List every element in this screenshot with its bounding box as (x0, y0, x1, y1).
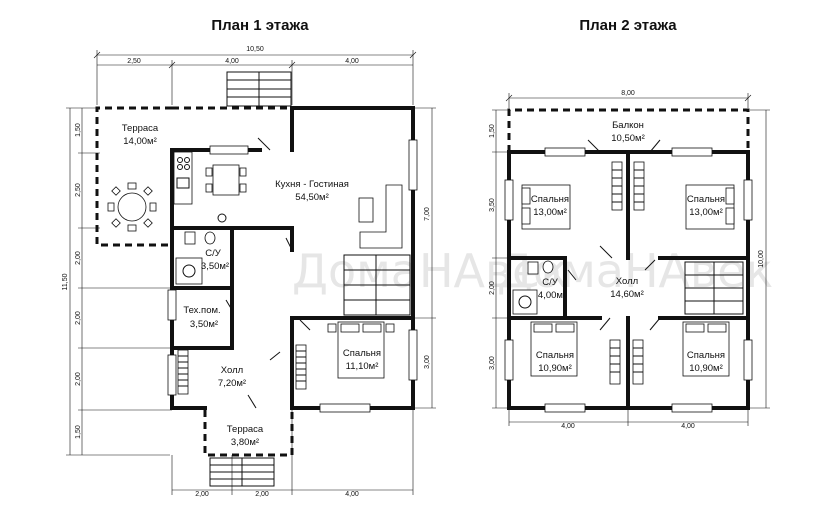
floor1-room-name: С/У (205, 248, 222, 259)
floor1-dim-left-1: 1,50 (75, 123, 82, 137)
floor1-dim-bottom-2: 2,00 (255, 491, 269, 498)
floor1-dim-left-5: 2,00 (75, 372, 82, 386)
floor1-room-area: 3,80м² (231, 437, 259, 448)
floor2-walls (507, 150, 750, 410)
floor1-room-area: 3,50м² (201, 261, 229, 272)
floor2-dims-right: 10,00 (750, 109, 770, 409)
floor1-front-terrace-outline (203, 410, 294, 457)
floor1-room-area: 11,10м² (346, 361, 379, 372)
floor2-room-area: 13,00м² (689, 207, 722, 218)
floor1-dim-bottom-1: 2,00 (195, 491, 209, 498)
floor1-dim-left-2: 2,50 (75, 183, 82, 197)
floor1-stairs (343, 254, 411, 316)
floor1-room-name: Терраса (227, 424, 264, 435)
floor1-dim-top-3: 4,00 (345, 58, 359, 65)
floor1-windows (167, 139, 418, 413)
floor2-windows (504, 147, 753, 413)
floor1-room-area: 14,00м² (123, 136, 156, 147)
floor1-kitchen (173, 151, 227, 223)
floor2-dims-bottom: 4,00 4,00 (508, 410, 749, 430)
floor2-room-area: 14,60м² (610, 289, 643, 300)
floor1-plan: План 1 этажа 10,50 2,50 4,00 4,00 (62, 17, 436, 498)
floor1-room-name: Кухня - Гостиная (275, 179, 349, 190)
floor1-dim-left-4: 2,00 (75, 311, 82, 325)
floor2-room-area: 10,50м² (611, 133, 644, 144)
floor1-room-labels: Терраса 14,00м² Кухня - Гостиная 54,50м²… (122, 123, 381, 448)
floor2-wardrobes (609, 161, 645, 385)
floor1-room-name: Холл (221, 365, 243, 376)
floor1-bathroom (175, 231, 216, 285)
floor1-sofa (358, 184, 403, 249)
floor1-dim-top-total: 10,50 (246, 46, 264, 53)
floor2-doors (567, 139, 661, 331)
floor2-room-labels: Балкон 10,50м² Спальня 13,00м² Спальня 1… (531, 120, 725, 374)
watermark-text: ДомаНАвек (292, 244, 568, 298)
floor1-dims-left: 11,50 1,50 2,50 2,00 2,00 2,00 1,50 (62, 107, 172, 456)
floor1-dim-top-1: 2,50 (127, 58, 141, 65)
floor1-dims-top: 10,50 2,50 4,00 4,00 (93, 46, 417, 105)
floor1-top-steps (226, 71, 292, 107)
floor2-room-area: 10,90м² (689, 363, 722, 374)
watermark: ДомаНАвек ДомаНАвек (292, 244, 773, 298)
floor2-room-name: Спальня (687, 350, 725, 361)
floor2-dim-left-3: 2,00 (489, 281, 496, 295)
floor1-terrace-table (107, 182, 157, 232)
floor2-room-area: 4,00м² (538, 290, 566, 301)
floor1-terrace-outline (95, 106, 172, 247)
floor2-bathroom (512, 260, 554, 315)
floor2-room-name: Холл (616, 276, 638, 287)
floor1-dims-bottom: 2,00 2,00 4,00 (171, 410, 414, 498)
floor1-title: План 1 этажа (211, 17, 309, 34)
floor1-dims-right: 7,00 3,00 (414, 107, 436, 409)
floor1-dim-left-3: 2,00 (75, 251, 82, 265)
floor2-room-name: Балкон (612, 120, 644, 131)
floor1-dim-left-6: 1,50 (75, 425, 82, 439)
floor2-room-name: Спальня (531, 194, 569, 205)
floor2-dim-top: 8,00 (621, 90, 635, 97)
floor1-dim-top-2: 4,00 (225, 58, 239, 65)
floor2-dim-left-4: 3,00 (489, 356, 496, 370)
floor2-room-name: Спальня (687, 194, 725, 205)
floor1-room-name: Спальня (343, 348, 381, 359)
floor2-beds (521, 184, 735, 377)
floor1-room-area: 7,20м² (218, 378, 246, 389)
floor2-room-name: С/У (542, 277, 559, 288)
floor2-dim-bottom-2: 4,00 (681, 423, 695, 430)
floor2-dim-bottom-1: 4,00 (561, 423, 575, 430)
floor2-balcony-outline (507, 108, 750, 152)
floor2-stairs (684, 261, 744, 315)
floor1-doors (225, 137, 311, 409)
floor2-dim-left-1: 1,50 (489, 124, 496, 138)
floor2-dim-left-2: 3,50 (489, 198, 496, 212)
watermark-text-2: ДомаНАвек (497, 244, 773, 298)
floor1-dim-right-1: 7,00 (424, 207, 431, 221)
floor2-title: План 2 этажа (579, 17, 677, 34)
floor2-room-area: 13,00м² (533, 207, 566, 218)
floor1-wardrobes (177, 344, 307, 395)
floor2-plan: План 2 этажа 8,00 1,50 3,50 2,00 3,00 (489, 17, 770, 430)
floor2-dim-right: 10,00 (758, 250, 765, 268)
floor1-bottom-steps (209, 457, 275, 487)
floor2-room-area: 10,90м² (538, 363, 571, 374)
floor1-room-name: Тех.пом. (183, 305, 220, 316)
floor2-room-name: Спальня (536, 350, 574, 361)
floor1-bed (327, 321, 395, 379)
floor1-dim-right-2: 3,00 (424, 355, 431, 369)
floor1-dim-bottom-3: 4,00 (345, 491, 359, 498)
floor1-dim-left-total: 11,50 (62, 273, 69, 290)
floor1-dining-table (205, 164, 247, 196)
floor2-dims-top: 8,00 (505, 90, 752, 108)
floor1-room-name: Терраса (122, 123, 159, 134)
floor1-room-area: 3,50м² (190, 319, 218, 330)
floor1-room-area: 54,50м² (295, 192, 328, 203)
